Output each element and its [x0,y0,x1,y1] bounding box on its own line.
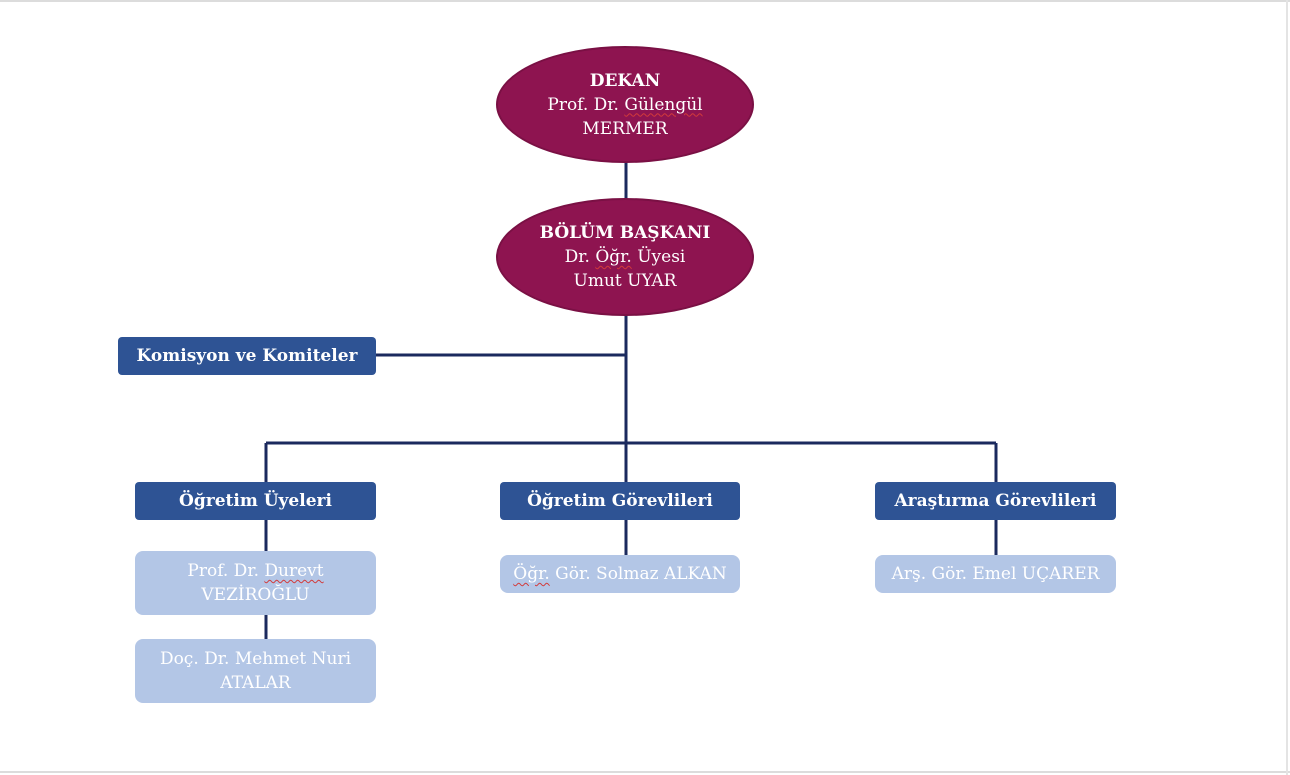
department-head-node: BÖLÜM BAŞKANI Dr. Öğr. Üyesi Umut UYAR [496,198,754,316]
department-head-rank-b: Öğr. [595,247,632,267]
committees-box: Komisyon ve Komiteler [118,337,376,375]
faculty-members-group: Öğretim Üyeleri [135,482,376,520]
faculty-member-surname: ATALAR [220,673,291,693]
faculty-member-card: Prof. Dr. Durevt VEZİROĞLU [135,551,376,615]
lecturer-name: Gör. Solmaz ALKAN [549,564,727,584]
lecturer-title-abbr: Öğr. [513,564,550,584]
right-border [1286,0,1288,775]
dean-node: DEKAN Prof. Dr. Gülengül MERMER [496,46,754,163]
department-head-name: Umut UYAR [573,271,677,291]
department-head-rank-a: Dr. [564,247,596,267]
department-head-rank-c: Üyesi [631,247,686,267]
faculty-member-prefix: Prof. Dr. [187,561,265,581]
top-border [0,0,1290,2]
research-assistant-name: Arş. Gör. Emel UÇARER [891,564,1100,584]
dean-title: DEKAN [589,70,661,91]
faculty-member-card: Doç. Dr. Mehmet Nuri ATALAR [135,639,376,703]
bottom-border [0,771,1290,773]
research-assistants-group: Araştırma Görevlileri [875,482,1116,520]
research-assistant-card: Arş. Gör. Emel UÇARER [875,555,1116,593]
dean-name-line: Prof. Dr. Gülengül [547,93,702,117]
faculty-member-name-line: Prof. Dr. Durevt [187,559,323,583]
department-head-title: BÖLÜM BAŞKANI [539,223,711,243]
dean-first-name: Gülengül [624,94,703,115]
faculty-member-first-name: Durevt [264,561,324,581]
faculty-member-name-line: Doç. Dr. Mehmet Nuri [159,649,352,669]
department-head-rank: Dr. Öğr. Üyesi [565,245,686,269]
lecturer-name-line: Öğr. Gör. Solmaz ALKAN [513,562,726,586]
lecturer-card: Öğr. Gör. Solmaz ALKAN [500,555,740,593]
dean-surname: MERMER [582,118,668,139]
lecturers-group: Öğretim Görevlileri [500,482,740,520]
faculty-member-surname: VEZİROĞLU [201,585,310,605]
dean-name-prefix: Prof. Dr. [547,94,625,115]
